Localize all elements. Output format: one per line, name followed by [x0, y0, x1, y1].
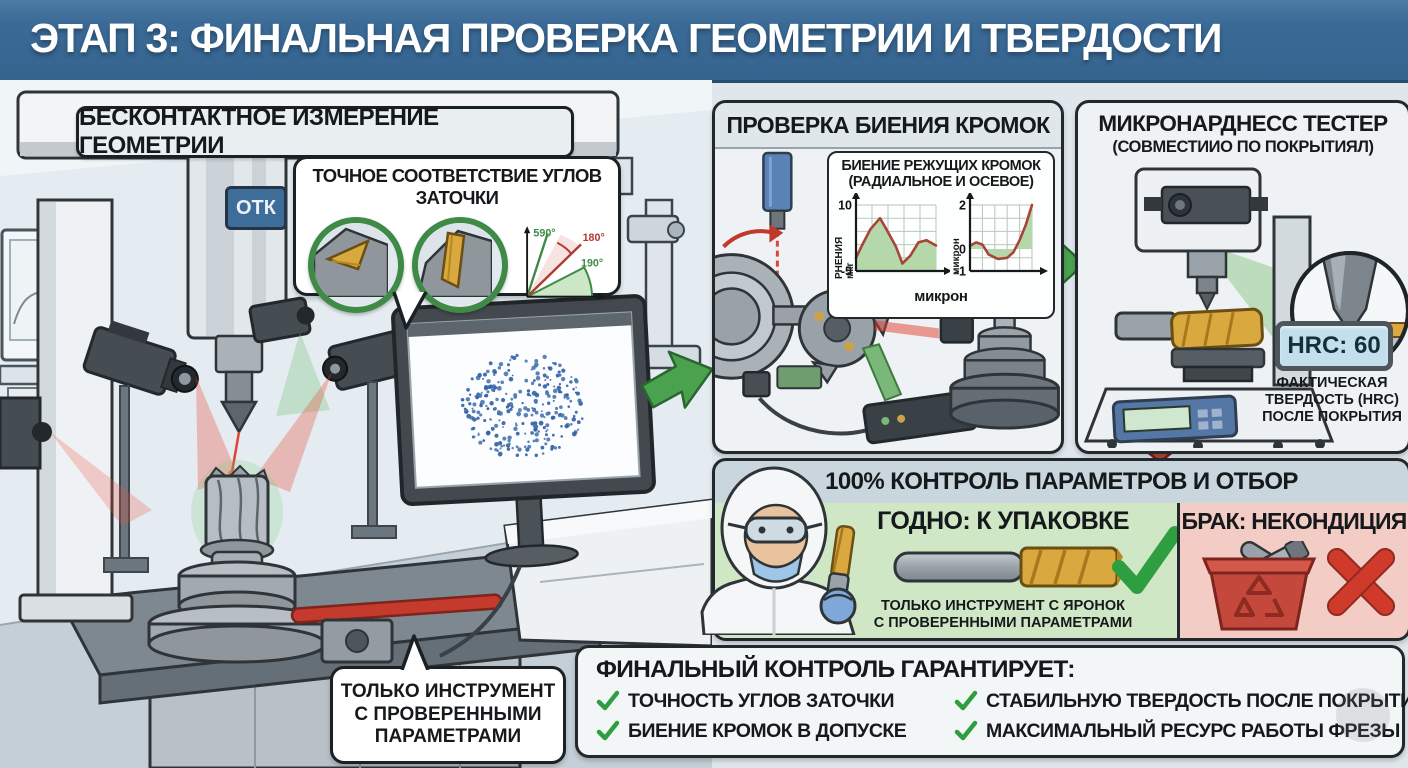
camera-lower-left	[0, 396, 152, 526]
angle-label-2: 180°	[583, 232, 605, 244]
sorting-panel-header: 100% КОНТРОЛЬ ПАРАМЕТРОВ И ОТБОР	[825, 468, 1298, 495]
check-icon	[1112, 526, 1181, 594]
angle-label-3: 190°	[581, 258, 603, 270]
camera-middle	[248, 296, 315, 344]
guarantee-panel: ФИНАЛЬНЫЙ КОНТРОЛЬ ГАРАНТИРУЕТ: ТОЧНОСТЬ…	[575, 645, 1408, 758]
laser-camera-left	[82, 320, 199, 396]
rotary-table	[147, 538, 327, 664]
monitor-titlebar	[407, 312, 632, 338]
angle-label-1: 590°	[533, 227, 555, 239]
check-icon	[954, 720, 978, 741]
callout-tail	[400, 634, 430, 670]
scene-section-label: БЕСКОНТАКТНОЕ ИЗМЕРЕНИЕ ГЕОМЕТРИИ	[76, 104, 574, 159]
hardness-panel-header: МИКРОНАРДНЕСС ТЕСТЕР (СОВМЕСТИИО ПО ПОКР…	[1098, 111, 1388, 156]
svg-text:0: 0	[959, 243, 966, 257]
guarantee-item: МАКСИМАЛЬНЫЙ РЕСУРС РАБОТЫ ФРЕЗЫ	[954, 719, 1408, 743]
guarantee-item: СТАБИЛЬНУЮ ТВЕРДОСТЬ ПОСЛЕ ПОКРЫТИЯ	[954, 689, 1408, 713]
chart-title: БИЕНИЕ РЕЖУЩИХ КРОМОК (РАДИАЛЬНОЕ И ОСЕВ…	[841, 158, 1041, 191]
face-mask	[747, 550, 805, 583]
hardness-tester-panel: МИКРОНАРДНЕСС ТЕСТЕР (СОВМЕСТИИО ПО ПОКР…	[1075, 100, 1408, 454]
check-icon	[954, 690, 978, 711]
gloved-hand-with-tool	[819, 524, 857, 625]
spindle	[715, 224, 811, 380]
pass-caption: ТОЛЬКО ИНСТРУМЕНТ С ЯРОНОК С ПРОВЕРЕННЫМ…	[873, 597, 1133, 631]
fail-title: БРАК: НЕКОНДИЦИЯ	[1181, 508, 1407, 534]
check-icon	[596, 720, 620, 741]
angle-diagram: 590° 180° 190°	[523, 226, 606, 300]
safety-goggles	[744, 516, 808, 544]
guarantee-item: БИЕНИЕ КРОМОК В ДОПУСКЕ	[596, 719, 948, 743]
carbide-insert	[440, 231, 466, 289]
green-indicator	[861, 343, 903, 402]
check-icon	[596, 690, 620, 711]
otk-badge: ОТК	[225, 186, 287, 230]
runout-check-panel: ПРОВЕРКА БИЕНИЯ КРОМОК	[712, 100, 1064, 454]
edge-closeup-1	[308, 217, 404, 313]
laser-beam	[875, 320, 939, 339]
chart-x-axis-label: микрон	[914, 288, 968, 306]
point-cloud-scan	[460, 353, 584, 458]
fixture-block	[320, 618, 394, 664]
angle-accuracy-callout: ТОЧНОЕ СООТВЕТСТВИЕ УГЛОВ ЗАТОЧКИ	[293, 156, 621, 313]
runout-panel-header: ПРОВЕРКА БИЕНИЯ КРОМОК	[715, 103, 1061, 149]
hrc-value-badge: HRC: 60	[1275, 321, 1393, 371]
svg-text:-1: -1	[955, 265, 966, 279]
guarantee-item: ТОЧНОСТЬ УГЛОВ ЗАТОЧКИ	[596, 689, 948, 713]
recycle-icon	[1234, 575, 1284, 617]
x-icon	[1326, 547, 1396, 617]
flow-arrow-right-icon	[640, 350, 714, 409]
laser-beam-left	[196, 376, 238, 490]
verified-parameters-callout: ТОЛЬКО ИНСТРУМЕНТ С ПРОВЕРЕННЫМИ ПАРАМЕТ…	[330, 666, 566, 764]
milling-cutter	[204, 464, 270, 552]
touch-probe-spindle	[214, 334, 264, 478]
end-mill-icon	[893, 546, 1123, 588]
pass-title: ГОДНО: К УПАКОВКЕ	[877, 507, 1129, 535]
camera-stand	[119, 385, 130, 563]
angle-callout-title: ТОЧНОЕ СООТВЕТСТВИЕ УГЛОВ ЗАТОЧКИ	[312, 165, 602, 208]
hrc-caption: ФАКТИЧЕСКАЯ ТВЕРДОСТЬ (HRC) ПОСЛЕ ПОКРЫТ…	[1262, 375, 1402, 426]
page-title: ЭТАП 3: ФИНАЛЬНАЯ ПРОВЕРКА ГЕОМЕТРИИ И Т…	[30, 15, 1223, 61]
svg-text:2: 2	[959, 199, 966, 213]
title-banner: ЭТАП 3: ФИНАЛЬНАЯ ПРОВЕРКА ГЕОМЕТРИИ И Т…	[0, 0, 1408, 83]
laser-beam-right	[254, 372, 332, 492]
sensor-block	[939, 315, 974, 344]
reject-bin-icon	[1201, 541, 1317, 631]
green-beam	[276, 332, 330, 416]
svg-text:-5: -5	[841, 265, 852, 279]
radial-runout-chart: РНЕНИЯ мкг 10-5	[834, 191, 952, 292]
cable	[439, 565, 522, 658]
inspector-figure	[700, 466, 857, 635]
callout-tail	[392, 291, 428, 330]
guarantee-title: ФИНАЛЬНЫЙ КОНТРОЛЬ ГАРАНТИРУЕТ:	[596, 656, 1075, 683]
edge-closeup-2	[412, 217, 508, 313]
measurement-electronics	[742, 365, 978, 445]
operator-console	[503, 498, 712, 648]
runout-chart-callout: БИЕНИЕ РЕЖУЩИХ КРОМОК (РАДИАЛЬНОЕ И ОСЕВ…	[827, 151, 1055, 319]
monitor	[391, 294, 656, 568]
watermark	[1336, 688, 1390, 742]
fail-zone: БРАК: НЕКОНДИЦИЯ	[1177, 503, 1408, 638]
svg-text:10: 10	[838, 199, 852, 213]
